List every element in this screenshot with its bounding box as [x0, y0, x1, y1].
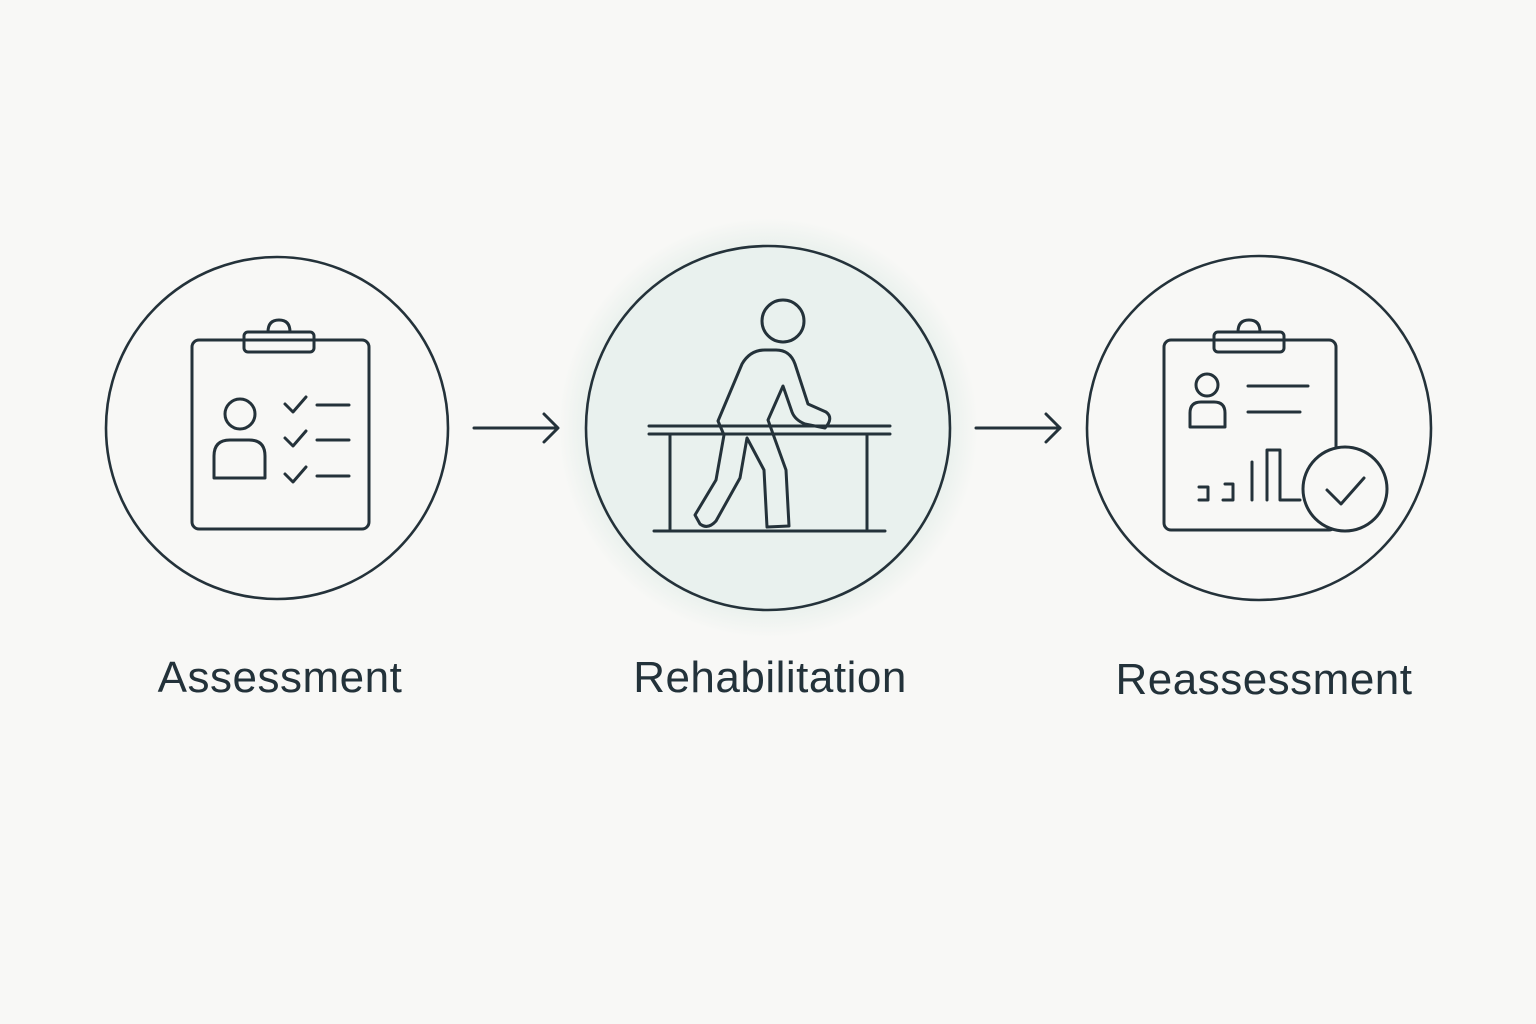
arrow-right-icon [974, 412, 1062, 444]
clipboard-checklist-icon [190, 318, 371, 531]
step-rehabilitation: Rehabilitation [558, 218, 978, 702]
step-reassessment: Reassessment [1085, 254, 1433, 704]
step-circle [104, 255, 450, 601]
step-label: Reassessment [1115, 655, 1412, 704]
step-circle-highlighted [584, 244, 952, 612]
step-circle [1085, 254, 1433, 602]
walking-parallel-bars-icon [647, 298, 892, 533]
clipboard-chart-check-icon [1162, 318, 1389, 533]
step-label: Assessment [158, 653, 403, 702]
step-assessment: Assessment [104, 255, 450, 702]
arrow-right-icon [472, 412, 560, 444]
step-label: Rehabilitation [633, 653, 907, 702]
